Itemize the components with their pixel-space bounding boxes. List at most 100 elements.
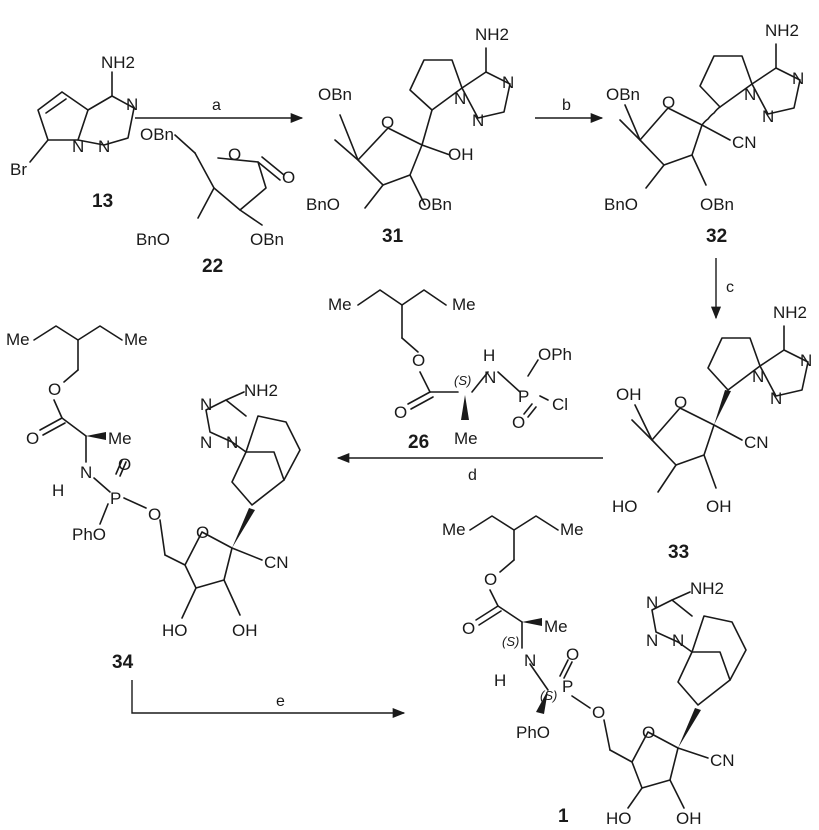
- bromine-label: Br: [10, 160, 27, 179]
- step-label: a: [212, 97, 221, 114]
- amine-label: NH2: [101, 53, 135, 72]
- methyl-label: Me: [544, 617, 568, 636]
- phosphoryl-oxygen-label: O: [118, 455, 131, 474]
- phosphoryl-oxygen-label: O: [566, 645, 579, 664]
- benzyloxy-label: OBn: [700, 195, 734, 214]
- methyl-label: Me: [6, 330, 30, 349]
- n-atom-label: N: [762, 107, 774, 126]
- n-atom-label: N: [744, 85, 756, 104]
- n-atom-label: N: [770, 389, 782, 408]
- n-atom-label: N: [752, 367, 764, 386]
- ring-oxygen-label: O: [381, 113, 394, 132]
- n-atom-label: N: [800, 351, 812, 370]
- compound-1: Me Me O O Me (S) H N (S) P O PhO O O CN …: [442, 515, 747, 828]
- n-atom-label: N: [98, 137, 110, 156]
- compound-number: 33: [668, 542, 689, 563]
- stereo-descriptor: (S): [502, 634, 519, 649]
- phenoxy-label: OPh: [538, 345, 572, 364]
- compound-33: NH2 N N N OH O CN HO OH 33: [612, 303, 812, 563]
- n-atom-label: N: [126, 95, 138, 114]
- benzyloxy-label: OBn: [606, 85, 640, 104]
- phosphorus-label: P: [562, 677, 573, 696]
- methyl-label: Me: [442, 520, 466, 539]
- linker-oxygen-label: O: [148, 505, 161, 524]
- nh-hydrogen-label: H: [483, 346, 495, 365]
- ring-oxygen-label: O: [662, 93, 675, 112]
- hydroxyl-label: HO: [612, 497, 638, 516]
- nitrogen-label: N: [524, 651, 536, 670]
- hydroxyl-label: OH: [616, 385, 642, 404]
- ring-oxygen-label: O: [196, 523, 209, 542]
- amine-label: NH2: [765, 21, 799, 40]
- step-label: c: [726, 279, 734, 296]
- step-label: d: [468, 467, 477, 484]
- methyl-label: Me: [560, 520, 584, 539]
- nitrile-label: CN: [744, 433, 769, 452]
- compound-number: 31: [382, 226, 404, 247]
- amine-label: NH2: [773, 303, 807, 322]
- phosphorus-label: P: [518, 387, 529, 406]
- compound-13: NH2 N N N Br 13: [10, 53, 138, 212]
- carbonyl-oxygen-label: O: [394, 403, 407, 422]
- n-atom-label: N: [72, 137, 84, 156]
- benzyloxy-label: BnO: [306, 195, 340, 214]
- step-label: e: [276, 693, 285, 710]
- methyl-label: Me: [454, 429, 478, 448]
- phenoxy-label: PhO: [72, 525, 106, 544]
- methyl-label: Me: [328, 295, 352, 314]
- stereo-descriptor: (S): [540, 688, 557, 703]
- n-atom-label: N: [200, 433, 212, 452]
- methyl-label: Me: [452, 295, 476, 314]
- compound-number: 26: [408, 432, 429, 453]
- compound-number: 32: [706, 226, 727, 247]
- hydroxyl-label: OH: [706, 497, 732, 516]
- compound-number: 34: [112, 652, 134, 673]
- reaction-arrow-d: d: [336, 452, 603, 484]
- benzyloxy-label: BnO: [604, 195, 638, 214]
- nitrogen-label: N: [484, 368, 496, 387]
- compound-22: OBn O O BnO OBn 22: [136, 125, 295, 277]
- n-atom-label: N: [454, 89, 466, 108]
- amine-label: NH2: [690, 579, 724, 598]
- compound-26: Me Me O O (S) H N P OPh Cl O Me 26: [328, 289, 572, 453]
- reaction-arrow-b: b: [535, 97, 604, 124]
- compound-number: 22: [202, 256, 223, 277]
- chlorine-label: Cl: [552, 395, 568, 414]
- n-atom-label: N: [200, 395, 212, 414]
- reaction-arrow-c: c: [710, 258, 734, 320]
- amine-label: NH2: [475, 25, 509, 44]
- hydroxyl-label: HO: [606, 809, 632, 828]
- n-atom-label: N: [502, 73, 514, 92]
- n-atom-label: N: [226, 433, 238, 452]
- ring-oxygen-label: O: [228, 145, 241, 164]
- reaction-arrow-e: e: [131, 680, 406, 719]
- n-atom-label: N: [646, 631, 658, 650]
- hydroxyl-label: OH: [232, 621, 258, 640]
- phenoxy-label: PhO: [516, 723, 550, 742]
- nitrile-label: CN: [710, 751, 735, 770]
- amine-label: NH2: [244, 381, 278, 400]
- ester-oxygen-label: O: [48, 380, 61, 399]
- nh-hydrogen-label: H: [494, 671, 506, 690]
- step-label: b: [562, 97, 571, 114]
- phosphoryl-oxygen-label: O: [512, 413, 525, 432]
- nitrile-label: CN: [264, 553, 289, 572]
- methyl-label: Me: [108, 429, 132, 448]
- benzyloxy-label: BnO: [136, 230, 170, 249]
- benzyloxy-label: OBn: [418, 195, 452, 214]
- nitrile-label: CN: [732, 133, 757, 152]
- compound-number: 13: [92, 191, 113, 212]
- carbonyl-oxygen-label: O: [462, 619, 475, 638]
- n-atom-label: N: [472, 111, 484, 130]
- nitrogen-label: N: [80, 463, 92, 482]
- stereo-descriptor: (S): [454, 373, 471, 388]
- methyl-label: Me: [124, 330, 148, 349]
- compound-34: Me Me O O Me H N P O PhO O O CN NH2 N N …: [6, 325, 301, 673]
- reaction-arrow-a: a: [135, 97, 304, 124]
- linker-oxygen-label: O: [592, 703, 605, 722]
- carbonyl-oxygen-label: O: [282, 168, 295, 187]
- nh-hydrogen-label: H: [52, 481, 64, 500]
- benzyloxy-label: OBn: [318, 85, 352, 104]
- hydroxyl-label: HO: [162, 621, 188, 640]
